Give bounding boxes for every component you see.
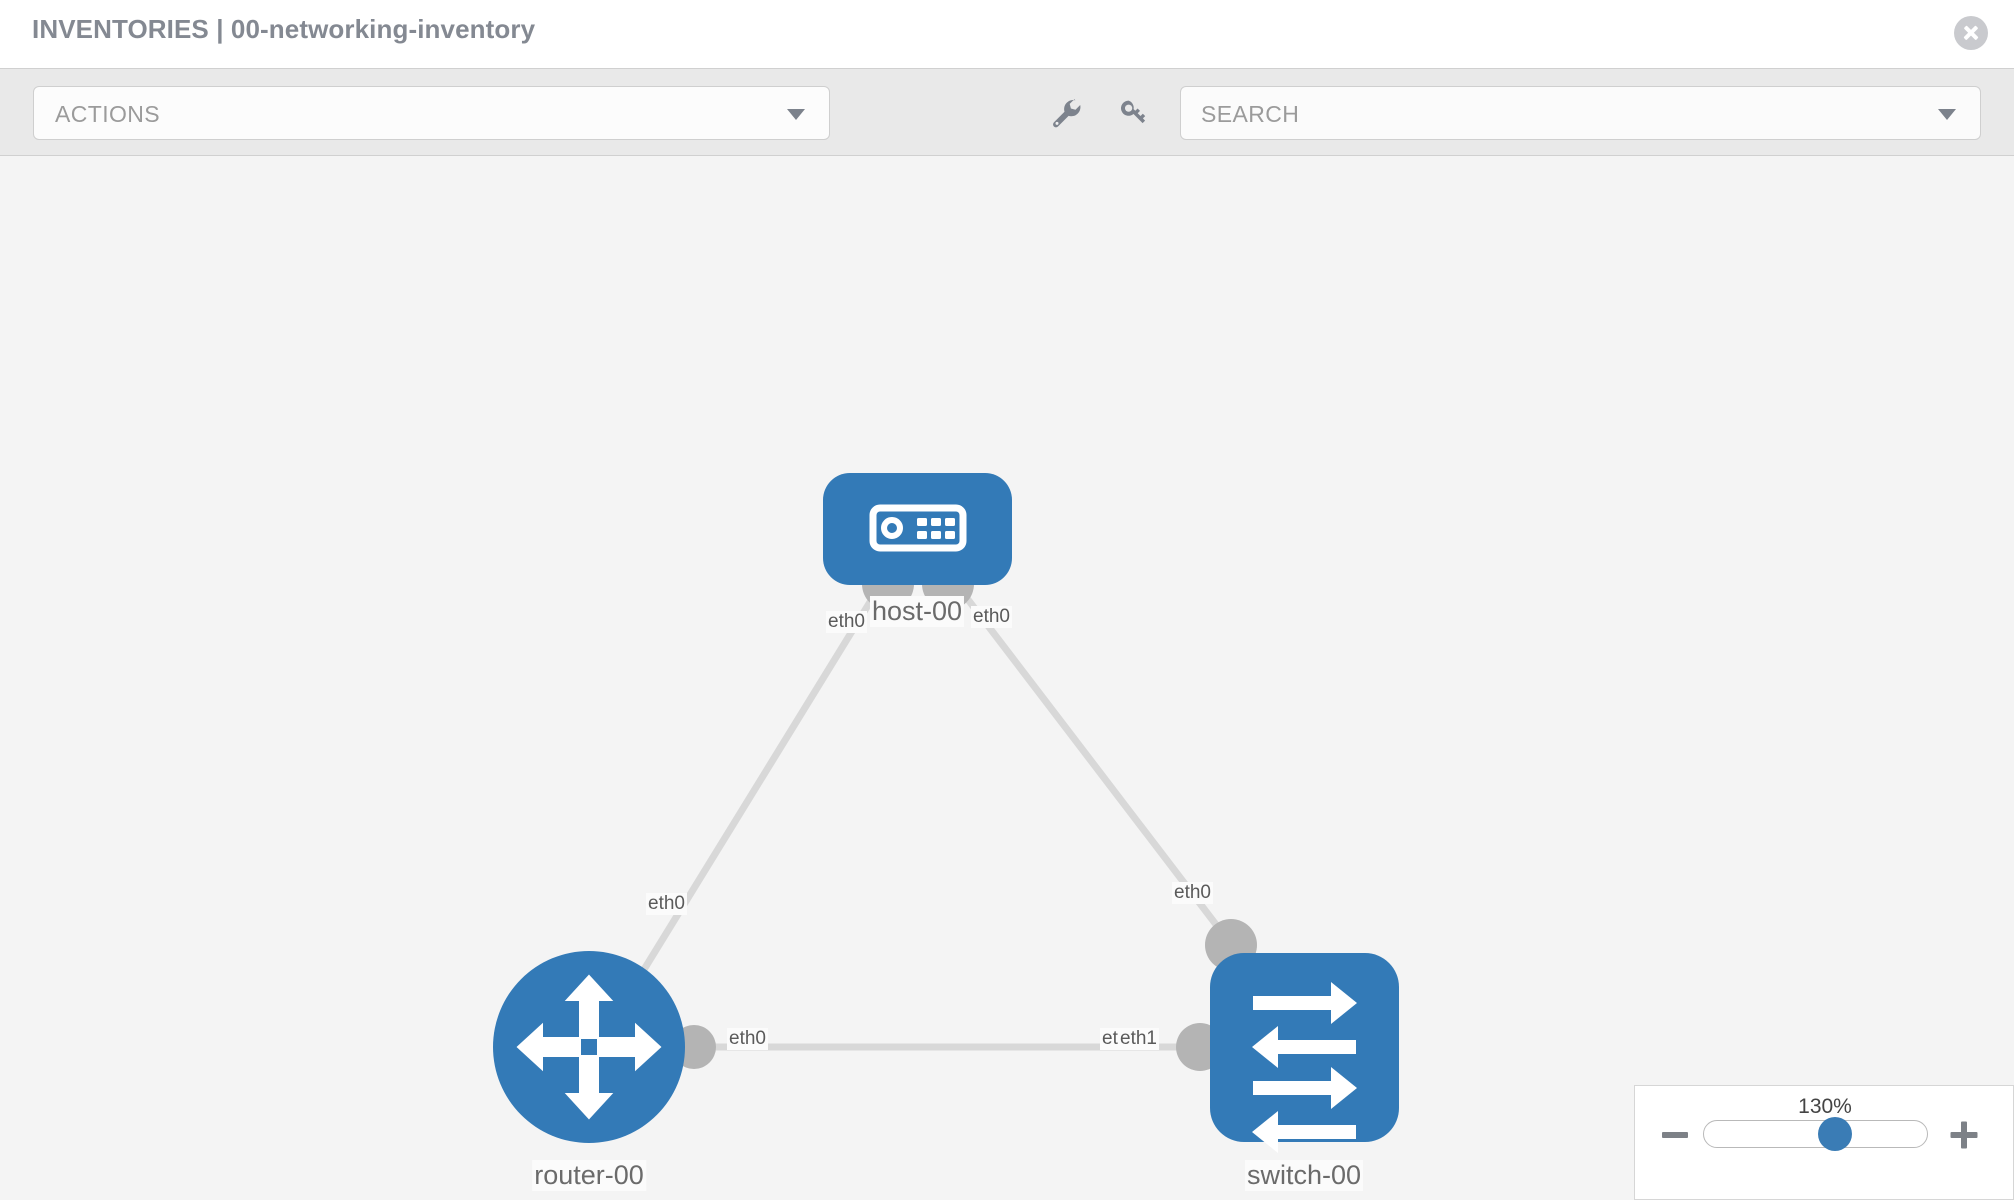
node-router-00[interactable] [493, 951, 685, 1143]
link-host-router [637, 574, 889, 978]
topology-canvas[interactable]: host-00 router-00 switch-00 eth0 eth0 et… [0, 156, 2014, 1200]
zoom-control: 130% [1634, 1085, 2014, 1200]
node-label-switch-00: switch-00 [1244, 1160, 1364, 1191]
chevron-down-icon[interactable] [1938, 109, 1956, 120]
topology-stubs [672, 558, 1257, 1071]
node-label-host-00: host-00 [869, 596, 965, 627]
chevron-down-icon [787, 109, 805, 120]
iface-label-switch-left: eth1 [1118, 1028, 1159, 1050]
zoom-level-label: 130% [1798, 1095, 1852, 1118]
minus-icon[interactable] [1662, 1132, 1688, 1138]
zoom-slider-thumb[interactable] [1818, 1117, 1852, 1151]
iface-label-router-right: eth0 [727, 1028, 768, 1050]
search-input[interactable]: SEARCH [1180, 86, 1981, 140]
actions-dropdown-label: ACTIONS [55, 101, 161, 127]
toolbar: ACTIONS SEARCH [0, 68, 2014, 156]
wrench-icon[interactable] [1046, 93, 1086, 133]
iface-label-switch-up: eth0 [1172, 882, 1213, 904]
node-switch-00[interactable] [1210, 953, 1399, 1153]
node-host-00[interactable] [823, 473, 1012, 585]
actions-dropdown[interactable]: ACTIONS [33, 86, 830, 140]
zoom-slider-track[interactable] [1703, 1120, 1928, 1148]
page-header: INVENTORIES | 00-networking-inventory [0, 0, 2014, 68]
iface-label-router-up: eth0 [646, 893, 687, 915]
iface-label-host-right: eth0 [971, 606, 1012, 628]
page-title: INVENTORIES | 00-networking-inventory [32, 14, 536, 44]
search-placeholder: SEARCH [1201, 101, 1300, 127]
key-icon[interactable] [1112, 93, 1152, 133]
node-label-router-00: router-00 [532, 1160, 646, 1191]
plus-icon[interactable] [1950, 1121, 1977, 1148]
topology-links [637, 573, 1243, 1051]
iface-label-host-left: eth0 [826, 611, 867, 633]
topology-graph [493, 473, 1399, 1153]
close-icon[interactable] [1954, 16, 1988, 50]
